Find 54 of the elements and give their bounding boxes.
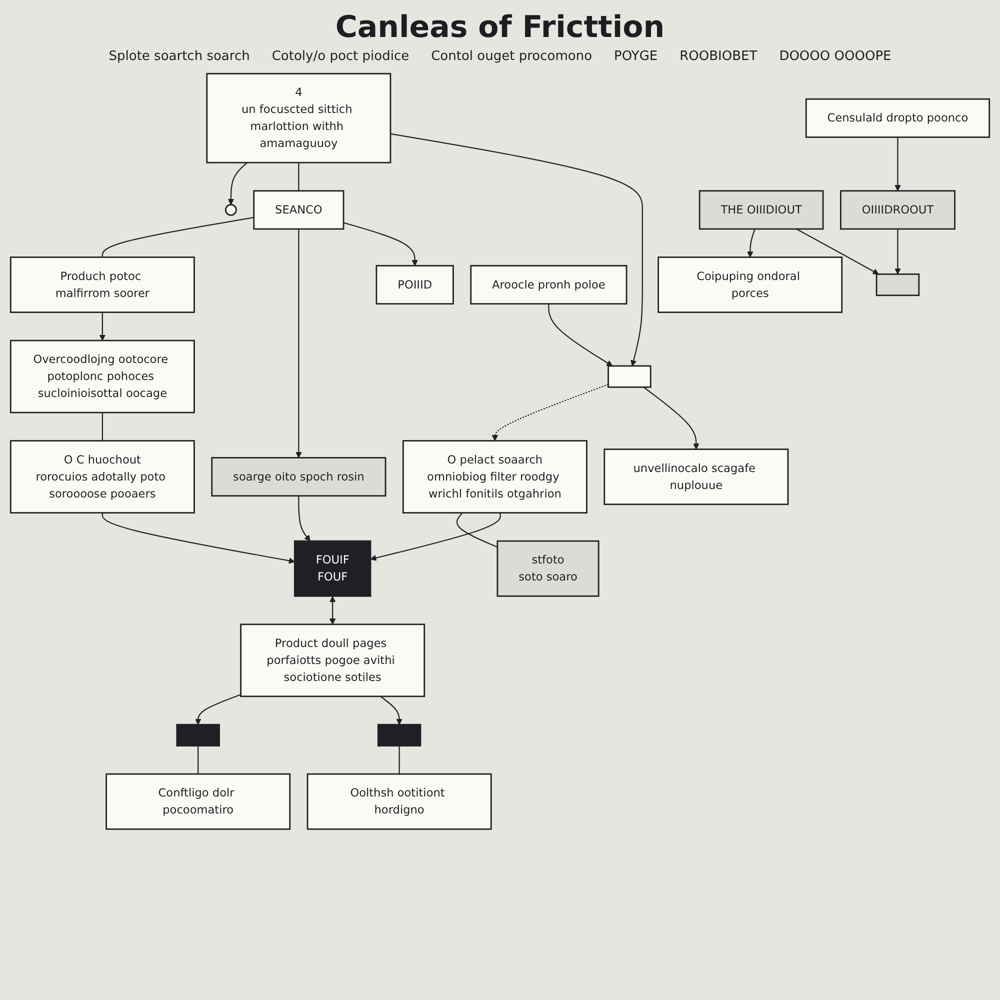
node-box: soarge oito spoch rosin	[211, 457, 386, 497]
diagram-title: Canleas of Fricttion	[335, 10, 665, 45]
node-box: OIIIIDROOUT	[840, 190, 956, 230]
arrow	[796, 228, 879, 274]
node-box: Overcoodlojng ootocore potoplonc pohoces sucloinioisottal oocage	[10, 340, 195, 414]
arrow	[894, 228, 901, 274]
arrow	[548, 304, 613, 366]
node-box: Aroocle pronh poloe	[470, 264, 628, 305]
connector	[298, 162, 300, 191]
node-box	[608, 365, 652, 388]
arrow	[390, 133, 643, 366]
arrow	[370, 512, 501, 561]
node-box: Censulald dropto poonco	[805, 98, 990, 138]
node-box: Product doull pages porfaiotts pogoe avithi sociotione sotiles	[240, 624, 426, 698]
note-label: Splote soartch soarch	[108, 49, 250, 64]
arrow	[747, 228, 756, 258]
node-box	[176, 724, 220, 746]
connector	[102, 412, 103, 441]
arrow	[492, 384, 608, 442]
note-label: Contol ouget procomono	[431, 49, 592, 64]
arrow	[102, 512, 295, 564]
connector	[456, 512, 498, 548]
node-box: O pelact soaarch omniobiog filter roodgy wrichl fonitils otgahrion	[402, 440, 588, 514]
arrow	[298, 496, 310, 542]
arrow	[296, 228, 302, 458]
node-box: 4 un focuscted sittich marlottion withh amamaguuoy	[206, 72, 392, 164]
node-box: POIIID	[376, 264, 454, 305]
arrow	[894, 137, 901, 192]
connector	[398, 746, 400, 774]
note-label: ROOBIOBET	[680, 49, 758, 64]
node-box: THE OIIIDIOUT	[698, 190, 824, 230]
node-circle	[224, 204, 237, 216]
node-box: Coipuping ondoral porces	[658, 256, 843, 313]
node-box: Conftligo dolr pocoomatiro	[106, 773, 291, 830]
arrow	[329, 596, 336, 625]
node-box	[377, 724, 422, 746]
node-box: FOUIF FOUF	[294, 540, 372, 597]
node-box: O C huochout rorocuios adotally poto soroooose pooaers	[10, 440, 195, 514]
arrow	[380, 696, 402, 725]
node-box: Produch potoc malfirrom soorer	[10, 256, 195, 313]
arrow	[343, 222, 418, 266]
arrow	[643, 386, 700, 450]
node-box: stfoto soto soaro	[496, 540, 600, 597]
note-label: DOOOO OOOOPE	[779, 49, 892, 64]
arrow	[228, 162, 248, 205]
connector	[102, 216, 254, 258]
node-box	[876, 273, 920, 296]
connector	[198, 746, 199, 774]
arrow	[99, 312, 106, 341]
node-box: unvellinocalo scagafe nuplouue	[604, 448, 789, 506]
node-box: Oolthsh ootitiont hordigno	[306, 773, 492, 830]
arrow	[194, 694, 241, 725]
node-box: SEANCO	[253, 190, 344, 230]
note-label: POYGE	[614, 49, 658, 64]
